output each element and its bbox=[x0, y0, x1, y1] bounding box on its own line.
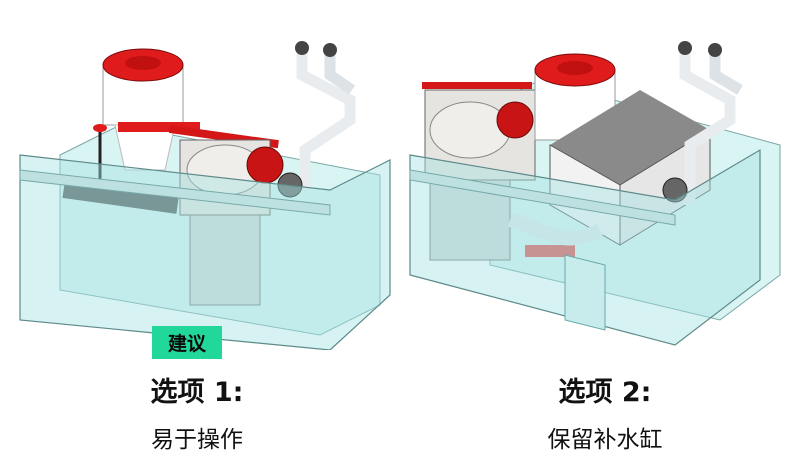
tank-front-glass bbox=[409, 148, 761, 346]
skimmer-cap bbox=[557, 61, 593, 75]
filter-red-frame bbox=[422, 82, 532, 89]
return-pipe bbox=[296, 50, 356, 190]
return-pipe-2 bbox=[324, 52, 356, 95]
skimmer-base bbox=[525, 245, 575, 257]
option-1-title: 选项 1: bbox=[150, 377, 244, 408]
option-2-title: 选项 2: bbox=[558, 377, 652, 408]
option-2-subtitle: 保留补水缸 bbox=[547, 427, 663, 453]
recommended-badge: 建议 bbox=[152, 326, 222, 359]
pipe-fitting bbox=[678, 41, 692, 55]
option-1-subtitle: 易于操作 bbox=[151, 427, 243, 453]
return-pipe bbox=[679, 50, 736, 205]
baffle bbox=[564, 254, 606, 331]
option-2-illustration bbox=[409, 41, 781, 346]
return-pipe-2 bbox=[709, 52, 743, 95]
ato-box-inner bbox=[550, 90, 710, 185]
option-1-panel: 建议 选项 1: 易于操作 bbox=[19, 41, 391, 453]
tank-brace bbox=[409, 169, 676, 226]
skimmer-cap bbox=[125, 56, 161, 70]
option-1-illustration bbox=[19, 41, 391, 350]
option-2-panel: 选项 2: 保留补水缸 bbox=[400, 0, 800, 472]
filter-basket bbox=[189, 214, 261, 306]
drain-pipe bbox=[508, 213, 604, 246]
roller-gear bbox=[496, 101, 534, 139]
pipe-fitting bbox=[323, 43, 337, 57]
pipe-fitting bbox=[708, 43, 722, 57]
tank-brace bbox=[19, 169, 331, 216]
fleece-roll bbox=[429, 101, 511, 159]
pipe-fitting bbox=[295, 41, 309, 55]
roller-gear bbox=[246, 146, 284, 184]
valve-knob bbox=[93, 124, 107, 132]
